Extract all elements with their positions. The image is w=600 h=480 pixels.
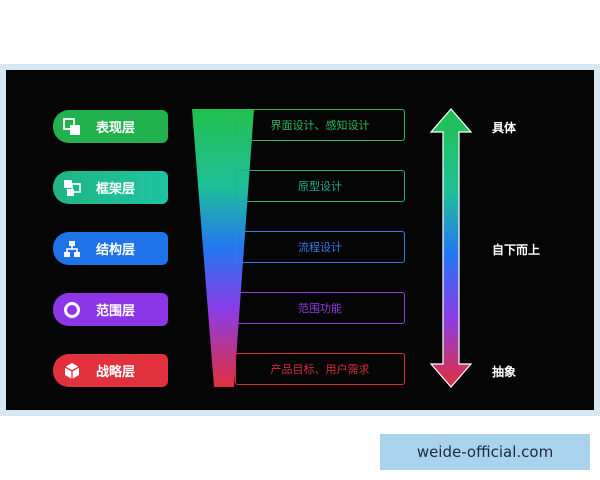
overlapping-squares-icon bbox=[62, 117, 82, 137]
layer-pill-scope: 范围层 bbox=[53, 293, 168, 326]
layer-label-skeleton: 框架层 bbox=[96, 182, 136, 197]
content-box-scope: 范围功能 bbox=[235, 292, 405, 324]
grid-squares-icon bbox=[62, 178, 82, 198]
scale-label-concrete: 具体 bbox=[492, 121, 517, 135]
layer-pill-strategy: 战略层 bbox=[53, 354, 168, 387]
content-box-skeleton: 原型设计 bbox=[235, 170, 405, 202]
layer-label-surface: 表现层 bbox=[96, 121, 136, 136]
scale-label-abstract: 抽象 bbox=[492, 365, 517, 379]
layer-pill-surface: 表现层 bbox=[53, 110, 168, 143]
watermark: weide-official.com bbox=[380, 434, 590, 470]
layer-label-structure: 结构层 bbox=[96, 243, 136, 258]
content-box-surface: 界面设计、感知设计 bbox=[235, 109, 405, 141]
content-box-strategy: 产品目标、用户需求 bbox=[235, 353, 405, 385]
layer-pill-skeleton: 框架层 bbox=[53, 171, 168, 204]
ring-icon bbox=[62, 300, 82, 320]
sitemap-icon bbox=[62, 239, 82, 259]
content-box-structure: 流程设计 bbox=[235, 231, 405, 263]
scale-label-bottom-up: 自下而上 bbox=[492, 243, 541, 257]
layer-label-scope: 范围层 bbox=[96, 304, 136, 319]
cube-icon bbox=[62, 361, 82, 381]
layer-label-strategy: 战略层 bbox=[96, 365, 136, 380]
double-arrow bbox=[429, 108, 473, 388]
layer-pill-structure: 结构层 bbox=[53, 232, 168, 265]
funnel-shape bbox=[192, 109, 254, 387]
